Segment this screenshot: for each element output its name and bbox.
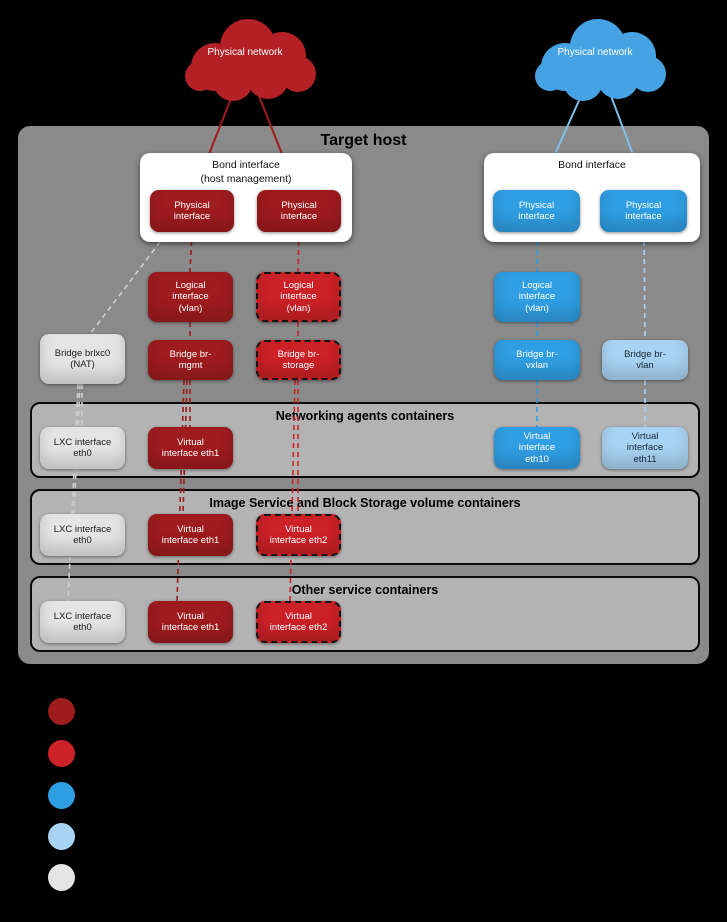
physical-network-cloud-right: Physical network xyxy=(520,12,670,108)
virtual-interface-eth1-box: Virtual interface eth1 xyxy=(148,427,233,469)
node-label: Virtual interface eth10 xyxy=(518,431,556,465)
physical-interface-box: Physical interface xyxy=(600,190,687,232)
node-label: LXC interface eth0 xyxy=(53,523,112,546)
row-title: Image Service and Block Storage volume c… xyxy=(209,496,521,510)
bond-title-line2: (host management) xyxy=(200,172,292,185)
node-label: LXC interface eth0 xyxy=(53,436,112,459)
node-label: Virtual interface eth2 xyxy=(269,523,328,546)
cloud-label: Physical network xyxy=(207,47,283,58)
cloud-shape xyxy=(185,19,316,101)
bridge-br-vlan: Bridge br-vlan xyxy=(602,340,688,380)
image-block-storage-containers-row: Image Service and Block Storage volume c… xyxy=(30,489,700,565)
node-label: Virtual interface eth1 xyxy=(161,610,220,633)
node-label: Logical interface (vlan) xyxy=(172,280,209,314)
bond-title-line1: Bond interface xyxy=(212,159,280,171)
bridge-br-vxlan: Bridge br-vxlan xyxy=(494,340,580,380)
legend-swatch-light-blue xyxy=(48,823,75,850)
bond-title: Bond interface (host management) xyxy=(140,153,352,186)
virtual-interface-eth1-box: Virtual interface eth1 xyxy=(148,514,233,556)
legend-swatch-light-gray xyxy=(48,864,75,891)
node-label: Bridge br-storage xyxy=(277,348,320,371)
node-label: Physical interface xyxy=(280,199,318,222)
lxc-interface-eth0-box: LXC interface eth0 xyxy=(40,514,125,556)
node-label: Physical interface xyxy=(173,199,211,222)
physical-interface-box: Physical interface xyxy=(257,190,341,232)
logical-interface-vlan-vxlan: Logical interface (vlan) xyxy=(494,272,580,322)
bond-title-line1: Bond interface xyxy=(558,159,626,171)
node-label: Bridge br-mgmt xyxy=(169,348,212,371)
physical-interface-box: Physical interface xyxy=(493,190,580,232)
node-label: Bridge brlxc0 (NAT) xyxy=(54,347,111,370)
legend-swatch-red xyxy=(48,740,75,767)
bridge-br-mgmt: Bridge br-mgmt xyxy=(148,340,233,380)
node-label: Virtual interface eth11 xyxy=(626,431,664,465)
other-service-containers-row: Other service containers xyxy=(30,576,700,652)
node-label: Physical interface xyxy=(518,199,555,222)
node-label: Virtual interface eth1 xyxy=(161,436,220,459)
legend-swatch-dark-red xyxy=(48,698,75,725)
bridge-brlxc0-nat: Bridge brlxc0 (NAT) xyxy=(40,334,125,384)
virtual-interface-eth11-box: Virtual interface eth11 xyxy=(602,427,688,469)
bond-interface-overlay: Bond interface Physical interface Physic… xyxy=(484,153,700,242)
node-label: Physical interface xyxy=(625,199,662,222)
target-host-title: Target host xyxy=(320,132,407,149)
node-label: Bridge br-vlan xyxy=(624,348,666,371)
row-title: Other service containers xyxy=(291,583,439,597)
bond-title: Bond interface xyxy=(484,153,700,173)
virtual-interface-eth1-box: Virtual interface eth1 xyxy=(148,601,233,643)
legend-swatch-blue xyxy=(48,782,75,809)
node-label: Bridge br-vxlan xyxy=(516,348,558,371)
cloud-label: Physical network xyxy=(557,47,633,58)
cloud-shape xyxy=(535,19,666,101)
logical-interface-vlan-mgmt: Logical interface (vlan) xyxy=(148,272,233,322)
logical-interface-vlan-storage: Logical interface (vlan) xyxy=(256,272,341,322)
bridge-br-storage: Bridge br-storage xyxy=(256,340,341,380)
virtual-interface-eth2-box: Virtual interface eth2 xyxy=(256,601,341,643)
virtual-interface-eth2-box: Virtual interface eth2 xyxy=(256,514,341,556)
row-title: Networking agents containers xyxy=(275,409,455,423)
node-label: Logical interface (vlan) xyxy=(280,280,317,314)
physical-network-cloud-left: Physical network xyxy=(170,12,320,108)
node-label: Virtual interface eth1 xyxy=(161,523,220,546)
virtual-interface-eth10-box: Virtual interface eth10 xyxy=(494,427,580,469)
networking-agents-containers-row: Networking agents containers xyxy=(30,402,700,478)
physical-interface-box: Physical interface xyxy=(150,190,234,232)
node-label: Logical interface (vlan) xyxy=(518,280,556,314)
node-label: Virtual interface eth2 xyxy=(269,610,328,633)
lxc-interface-eth0-box: LXC interface eth0 xyxy=(40,427,125,469)
node-label: LXC interface eth0 xyxy=(53,610,112,633)
lxc-interface-eth0-box: LXC interface eth0 xyxy=(40,601,125,643)
bond-interface-host-management: Bond interface (host management) Physica… xyxy=(140,153,352,242)
